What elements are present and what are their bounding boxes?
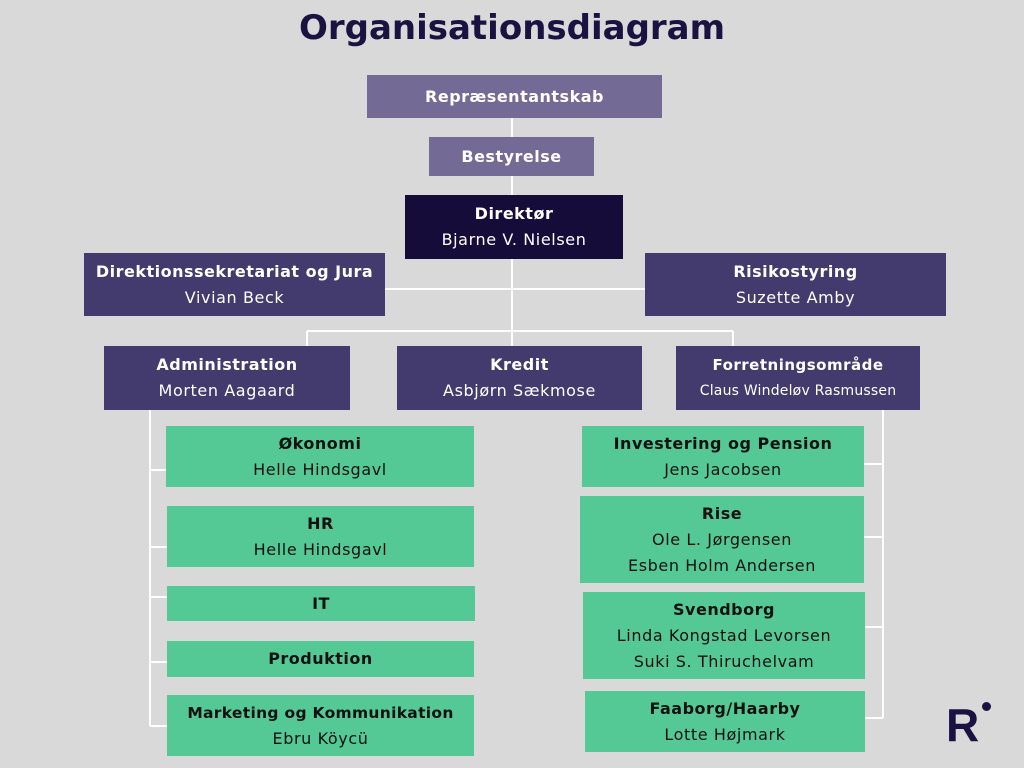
box-name: Vivian Beck — [184, 287, 285, 307]
box-title: Produktion — [268, 649, 373, 668]
box-title: Økonomi — [278, 433, 362, 453]
box-name: Esben Holm Andersen — [628, 555, 816, 575]
company-logo: R — [946, 699, 980, 751]
page-title: Organisationsdiagram — [298, 8, 726, 48]
box-produktion: Produktion — [167, 641, 474, 677]
box-title: Marketing og Kommunikation — [187, 703, 454, 722]
box-title: Direktionssekretariat og Jura — [95, 261, 374, 281]
box-title: Faaborg/Haarby — [649, 698, 801, 718]
box-title: HR — [307, 513, 334, 533]
box-name: Helle Hindsgavl — [253, 539, 388, 559]
box-title: Svendborg — [673, 599, 775, 619]
box-title: Forretningsområde — [712, 356, 884, 374]
box-name: Morten Aagaard — [158, 381, 296, 400]
box-title: IT — [312, 593, 330, 613]
box-reprasentantskab: Repræsentantskab — [367, 75, 662, 118]
logo-dot-icon — [982, 702, 991, 711]
box-name: Ole L. Jørgensen — [652, 529, 792, 549]
box-name: Linda Kongstad Levorsen — [616, 625, 832, 645]
box-name: Suki S. Thiruchelvam — [633, 651, 815, 671]
box-title: Rise — [701, 503, 743, 523]
box-title: Bestyrelse — [461, 146, 562, 166]
box-title: Repræsentantskab — [425, 86, 604, 106]
box-title: Direktør — [474, 204, 554, 223]
box-title: Administration — [156, 355, 298, 374]
box-title: Investering og Pension — [613, 433, 833, 453]
box-name: Suzette Amby — [735, 287, 856, 307]
box-name: Claus Windeløv Rasmussen — [699, 383, 897, 399]
box-name: Asbjørn Sækmose — [443, 381, 596, 400]
box-name: Ebru Köycü — [272, 728, 369, 748]
box-bestyrelse: Bestyrelse — [429, 137, 594, 176]
box-it: IT — [167, 586, 475, 621]
box-name: Jens Jacobsen — [664, 459, 782, 479]
box-name: Lotte Højmark — [664, 724, 786, 744]
box-name: Helle Hindsgavl — [253, 459, 387, 479]
box-name: Bjarne V. Nielsen — [441, 230, 587, 249]
box-title: Kredit — [490, 355, 549, 374]
box-hr: HR Helle Hindsgavl — [167, 506, 474, 567]
box-title: Risikostyring — [733, 261, 858, 281]
